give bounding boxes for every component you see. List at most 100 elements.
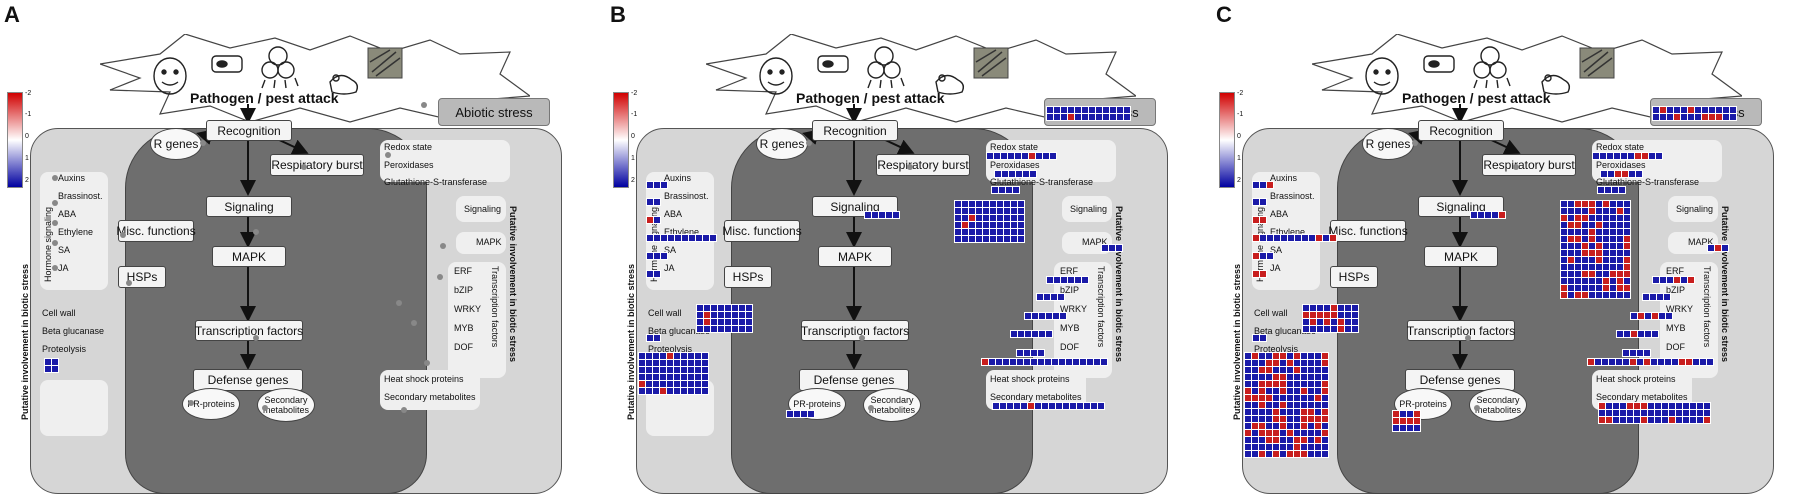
tf-right-label: Transcription factors — [1096, 266, 1106, 348]
legend-tick: 1 — [1237, 155, 1241, 162]
sa-label: SA — [1270, 245, 1283, 255]
ja-label: JA — [664, 263, 675, 273]
putative-left-label: Putative involvement in biotic stress — [626, 263, 636, 420]
heatmap-cell — [1059, 312, 1067, 320]
legend-tick: 2 — [631, 177, 635, 184]
heatmap-cell — [653, 198, 661, 206]
gene-marker-dot — [859, 335, 865, 341]
putative-right-label: Putative involvement in biotic stress — [508, 206, 518, 363]
brassinost-label: Brassinost. — [664, 191, 709, 201]
heatmap-cell — [745, 325, 753, 333]
beta-glucanase-label: Beta glucanase — [1254, 326, 1317, 336]
mapk-box: MAPK — [818, 246, 892, 267]
sa-label: SA — [58, 245, 71, 255]
heatmap-cell — [1635, 170, 1643, 178]
r-genes-oval: R genes — [1362, 128, 1414, 160]
cell-inner-region — [731, 128, 1033, 494]
mapk-box: MAPK — [212, 246, 286, 267]
panel-letter: B — [610, 2, 626, 27]
bzip-label: bZIP — [454, 285, 474, 295]
heatmap-cell — [1266, 252, 1274, 260]
signaling-right-label: Signaling — [1676, 204, 1714, 214]
cell-wall-label: Cell wall — [1254, 308, 1288, 318]
cell-wall-label: Cell wall — [648, 308, 682, 318]
gene-marker-dot — [52, 200, 58, 206]
gene-marker-dot — [200, 140, 206, 146]
dof-label: DOF — [1060, 342, 1079, 352]
brassinost-label: Brassinost. — [58, 191, 103, 201]
legend-tick: -1 — [25, 111, 32, 118]
heatmap-cell — [1687, 276, 1695, 284]
secondary-metabolites-label: Secondary metabolites — [1596, 392, 1688, 402]
heatmap-cell — [701, 387, 709, 395]
aba-label: ABA — [1270, 209, 1289, 219]
cell-wall-label: Cell wall — [42, 308, 76, 318]
signaling-right-label: Signaling — [464, 204, 502, 214]
hsp-box — [380, 370, 480, 410]
transcription-factors-box: Transcription factors — [801, 320, 909, 341]
ethylene-label: Ethylene — [664, 227, 700, 237]
cell-inner-region — [125, 128, 427, 494]
respiratory-burst-box: Respiratory burst — [1482, 154, 1576, 176]
putative-right-label: Putative involvement in biotic stress — [1114, 206, 1124, 363]
gene-marker-dot — [421, 102, 427, 108]
putative-left-label: Putative involvement in biotic stress — [20, 263, 30, 420]
signaling-right-box — [456, 196, 506, 222]
heatmap-cell — [1663, 293, 1671, 301]
gene-marker-dot — [301, 164, 307, 170]
gene-marker-dot — [424, 360, 430, 366]
panel: C -2 -1 0 1 2 Pathogen / pest attack Abi… — [1212, 0, 1812, 495]
heatmap-cell — [807, 410, 815, 418]
cellwall-box — [40, 380, 108, 436]
heatmap-cell — [653, 216, 661, 224]
heatmap-cell — [660, 252, 668, 260]
glutathione-label: Glutathione-S-transferase — [1596, 177, 1700, 187]
wrky-label: WRKY — [454, 304, 481, 314]
respiratory-burst-box: Respiratory burst — [876, 154, 970, 176]
recognition-box: Recognition — [206, 120, 292, 141]
proteolysis-label: Proteolysis — [42, 344, 87, 354]
recognition-box: Recognition — [812, 120, 898, 141]
heatmap-cell — [1329, 234, 1337, 242]
redox-state-label: Redox state — [990, 142, 1039, 152]
glutathione-label: Glutathione-S-transferase — [384, 177, 488, 187]
signaling-right-label: Signaling — [1070, 204, 1108, 214]
r-genes-oval: R genes — [756, 128, 808, 160]
heat-shock-label: Heat shock proteins — [1596, 374, 1676, 384]
respiratory-burst-box: Respiratory burst — [270, 154, 364, 176]
hsps-box: HSPs — [118, 266, 166, 288]
peroxidases-label: Peroxidases — [384, 160, 434, 170]
proteolysis-label: Proteolysis — [648, 344, 693, 354]
heatmap-cell — [1729, 113, 1737, 121]
legend-tick: 0 — [1237, 133, 1241, 140]
heatmap-cell — [1057, 293, 1065, 301]
panel-letter: A — [4, 2, 20, 27]
heatmap-cell — [1655, 152, 1663, 160]
heatmap-cell — [1259, 198, 1267, 206]
putative-left-label: Putative involvement in biotic stress — [1232, 263, 1242, 420]
pathogen-icons — [153, 46, 359, 95]
tf-right-label: Transcription factors — [1702, 266, 1712, 348]
myb-label: MYB — [454, 323, 474, 333]
wrky-label: WRKY — [1666, 304, 1693, 314]
sa-label: SA — [664, 245, 677, 255]
heatmap-cell — [1651, 330, 1659, 338]
heatmap-cell — [1351, 325, 1359, 333]
heatmap-cell — [1012, 186, 1020, 194]
cell-inner-region — [1337, 128, 1639, 494]
heatmap-cell — [1123, 113, 1131, 121]
heatmap-cell — [892, 211, 900, 219]
glutathione-label: Glutathione-S-transferase — [990, 177, 1094, 187]
gene-marker-dot — [437, 274, 443, 280]
color-scale-legend — [613, 92, 629, 188]
color-scale-legend — [1219, 92, 1235, 188]
putative-right-label: Putative involvement in biotic stress — [1720, 206, 1730, 363]
heatmap-cell — [1703, 416, 1711, 424]
gene-marker-dot — [440, 243, 446, 249]
panel: B -2 -1 0 1 2 Pathogen / pest attack Abi… — [606, 0, 1206, 495]
gene-marker-dot — [1513, 164, 1519, 170]
gene-marker-dot — [401, 407, 407, 413]
ethylene-label: Ethylene — [1270, 227, 1306, 237]
heatmap-cell — [1618, 186, 1626, 194]
heatmap-cell — [1081, 276, 1089, 284]
